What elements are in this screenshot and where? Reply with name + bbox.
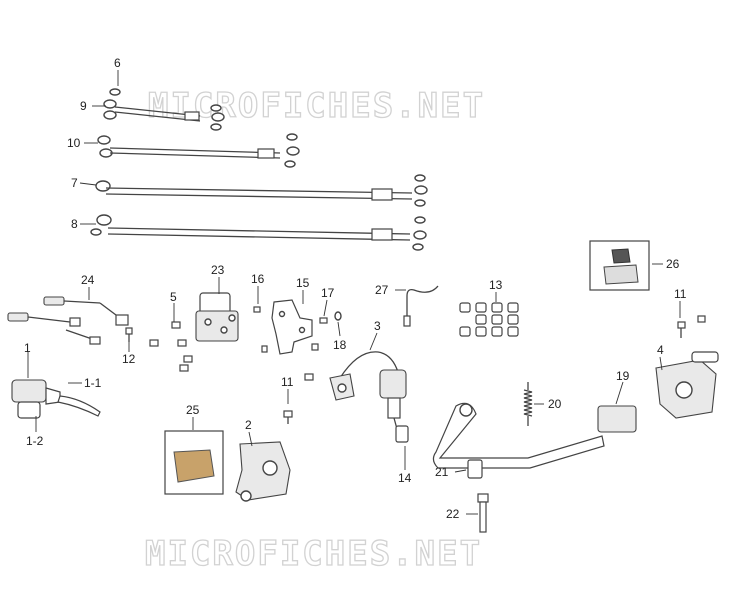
bolts-5 bbox=[149, 321, 193, 372]
brake-hose-7 bbox=[95, 174, 428, 207]
callout-13: 13 bbox=[489, 278, 503, 292]
brake-hose-8 bbox=[90, 214, 427, 251]
bushing-21 bbox=[467, 459, 483, 479]
callout-1: 1 bbox=[24, 341, 31, 355]
bolts-11-rear bbox=[677, 315, 706, 338]
bolt-12 bbox=[125, 327, 133, 342]
bolts-11 bbox=[283, 373, 314, 424]
bracket-15 bbox=[271, 299, 313, 355]
callout-16: 16 bbox=[251, 272, 265, 286]
rear-master-cylinder-14 bbox=[379, 369, 409, 443]
callout-3: 3 bbox=[374, 319, 381, 333]
callout-17: 17 bbox=[321, 286, 335, 300]
callout-21: 21 bbox=[435, 465, 449, 479]
callout-7: 7 bbox=[71, 176, 78, 190]
rear-brake-hose-3 bbox=[329, 351, 399, 401]
callout-26: 26 bbox=[666, 257, 680, 271]
brake-pad-26 bbox=[589, 240, 650, 291]
leader-lines bbox=[27, 70, 681, 515]
spring-20 bbox=[523, 382, 533, 426]
front-caliper-2 bbox=[235, 441, 291, 502]
callout-10: 10 bbox=[67, 136, 81, 150]
watermark-bottom: MICROFICHES.NET bbox=[145, 534, 482, 574]
brake-switch-24 bbox=[7, 296, 129, 345]
callout-4: 4 bbox=[657, 343, 664, 357]
callout-25: 25 bbox=[186, 403, 200, 417]
clips-13 bbox=[459, 302, 519, 337]
callout-8: 8 bbox=[71, 217, 78, 231]
callout-1-2: 1-2 bbox=[26, 434, 44, 448]
rear-caliper-4 bbox=[655, 351, 719, 419]
callout-11-front: 11 bbox=[281, 375, 294, 389]
callout-2: 2 bbox=[245, 418, 252, 432]
watermark-top: MICROFICHES.NET bbox=[148, 86, 485, 126]
callout-23: 23 bbox=[211, 263, 225, 277]
callout-1-1: 1-1 bbox=[84, 376, 102, 390]
bolt-misc bbox=[261, 343, 319, 353]
callout-9: 9 bbox=[80, 99, 87, 113]
callout-18: 18 bbox=[333, 338, 347, 352]
bolt-17 bbox=[319, 317, 328, 324]
callout-12: 12 bbox=[122, 352, 136, 366]
bolt-22 bbox=[477, 493, 489, 533]
brake-pedal-19 bbox=[432, 402, 637, 469]
callout-27: 27 bbox=[375, 283, 389, 297]
abs-unit-23 bbox=[195, 292, 239, 342]
callout-19: 19 bbox=[616, 369, 630, 383]
callout-5: 5 bbox=[170, 290, 177, 304]
nut-18 bbox=[334, 311, 342, 321]
brake-pad-25 bbox=[164, 430, 224, 495]
master-cylinder-1 bbox=[11, 379, 101, 419]
brake-hose-10 bbox=[97, 133, 300, 168]
sensor-wire-27 bbox=[403, 285, 439, 327]
callout-22: 22 bbox=[446, 507, 460, 521]
bolt-16 bbox=[253, 306, 261, 313]
brake-hose-9 bbox=[103, 88, 225, 131]
callout-20: 20 bbox=[548, 397, 562, 411]
callout-24: 24 bbox=[81, 273, 95, 287]
callout-6: 6 bbox=[114, 56, 121, 70]
callout-11-rear: 11 bbox=[674, 287, 687, 301]
callout-14: 14 bbox=[398, 471, 412, 485]
callout-15: 15 bbox=[296, 276, 310, 290]
